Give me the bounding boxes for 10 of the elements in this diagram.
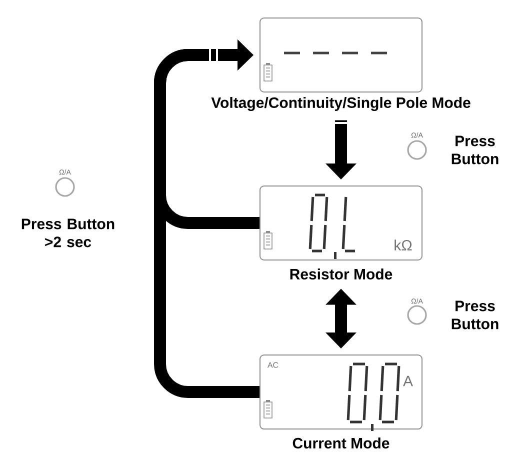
arrow [154,40,260,398]
mode-caption: Current Mode [292,438,390,448]
mode-caption: Voltage/Continuity/Single Pole Mode [211,96,470,112]
ac-indicator: AC [267,362,278,368]
unit-symbol: A [403,376,413,386]
instruction-text: Press Button [452,300,498,330]
instruction-text: Press Button >2 sec [22,218,114,248]
unit-symbol: kΩ [394,240,412,250]
mode-caption: Resistor Mode [290,268,392,280]
instruction-text: Press Button [452,136,498,164]
